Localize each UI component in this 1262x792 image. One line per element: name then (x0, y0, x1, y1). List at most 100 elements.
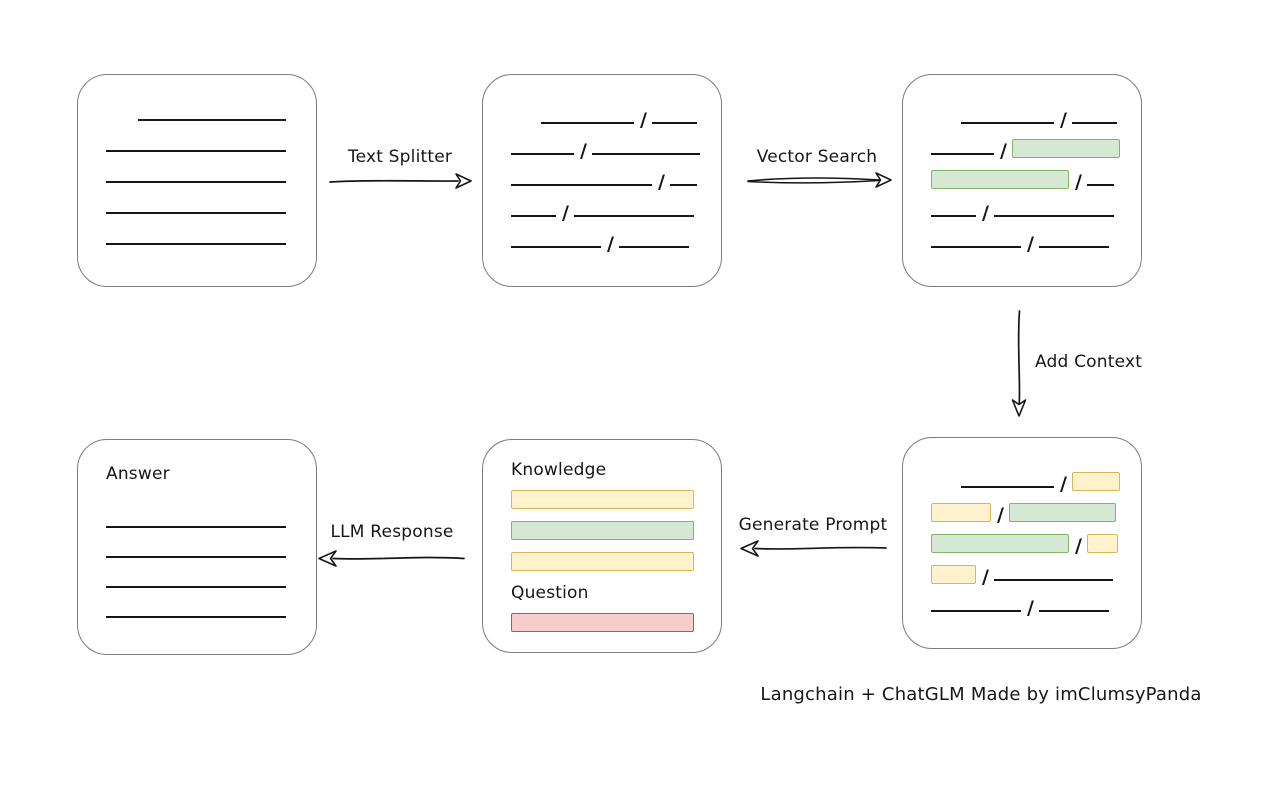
text-line (106, 243, 286, 245)
slash-separator: / (580, 140, 587, 162)
slash-separator: / (982, 566, 989, 588)
prompt-box: Knowledge Question (482, 439, 722, 653)
text-line (106, 150, 286, 152)
text-line (993, 215, 1114, 217)
text-row: / (511, 217, 693, 255)
text-line (591, 153, 700, 155)
text-row (106, 183, 288, 214)
text-row (106, 498, 288, 528)
green-highlight (1008, 503, 1116, 522)
text-line (138, 119, 286, 121)
yellow-highlight (931, 565, 976, 584)
arrowhead-right-icon (455, 173, 472, 189)
text-row (138, 90, 288, 121)
slash-separator: / (1027, 597, 1034, 619)
split-text-lines: / / / / / (483, 75, 721, 255)
slash-separator: / (997, 504, 1004, 526)
slash-separator: / (1027, 233, 1034, 255)
knowledge-bars (511, 490, 694, 571)
llm-response-label: LLM Response (330, 522, 454, 542)
yellow-highlight (931, 503, 991, 522)
text-line (106, 212, 286, 214)
source-document-box (77, 74, 317, 287)
text-line (511, 153, 574, 155)
split-text-box: / / / / / (482, 74, 722, 287)
add-context-label: Add Context (1035, 352, 1143, 372)
text-row: / (961, 93, 1117, 131)
text-line (669, 184, 697, 186)
slash-separator: / (562, 202, 569, 224)
yellow-highlight (1071, 472, 1120, 491)
text-line (931, 215, 976, 217)
yellow-bar (511, 490, 694, 509)
yellow-bar (511, 552, 694, 571)
green-bar (511, 521, 694, 540)
vector-search-arrow (747, 172, 892, 188)
text-row (106, 588, 288, 618)
text-line (511, 215, 556, 217)
text-line (1038, 610, 1109, 612)
slash-separator: / (658, 171, 665, 193)
text-line (573, 215, 694, 217)
text-line (961, 122, 1054, 124)
text-line (1086, 184, 1114, 186)
text-row: / (931, 519, 1118, 557)
slash-separator: / (640, 109, 647, 131)
green-highlight (1011, 139, 1120, 158)
arrowhead-right-icon (875, 172, 892, 188)
arrowhead-left-icon (318, 550, 337, 567)
text-row: / (931, 155, 1114, 193)
question-bar (511, 613, 694, 632)
text-row: / (931, 488, 1116, 526)
question-label: Question (511, 583, 589, 603)
text-row (106, 214, 288, 245)
text-line (931, 153, 994, 155)
slash-separator: / (1075, 171, 1082, 193)
answer-label: Answer (106, 464, 170, 484)
text-line (106, 181, 286, 183)
green-highlight (931, 170, 1069, 189)
text-row: / (541, 93, 697, 131)
slash-separator: / (1075, 535, 1082, 557)
text-line (1071, 122, 1117, 124)
slash-separator: / (982, 202, 989, 224)
text-row: / (931, 550, 1113, 588)
text-row (106, 558, 288, 588)
text-splitter-arrow (329, 173, 472, 189)
answer-lines (106, 498, 288, 618)
text-line (106, 556, 286, 558)
vector-result-lines: / / / / / (903, 75, 1141, 255)
text-line (931, 246, 1021, 248)
text-row: / (511, 124, 700, 162)
knowledge-label: Knowledge (511, 460, 607, 480)
text-line (961, 486, 1054, 488)
yellow-highlight (1086, 534, 1118, 553)
text-line (1038, 246, 1109, 248)
arrowhead-down-icon (1011, 399, 1027, 417)
slash-separator: / (1060, 473, 1067, 495)
text-row (106, 121, 288, 152)
text-line (618, 246, 689, 248)
llm-response-arrow (318, 550, 465, 567)
context-result-lines: / / / / / (903, 438, 1141, 619)
slash-separator: / (1060, 109, 1067, 131)
context-result-box: / / / / / (902, 437, 1142, 649)
document-lines (78, 75, 316, 245)
slash-separator: / (607, 233, 614, 255)
text-line (931, 610, 1021, 612)
text-line (106, 616, 286, 618)
text-line (993, 579, 1113, 581)
generate-prompt-label: Generate Prompt (738, 515, 888, 535)
text-line (511, 184, 652, 186)
slash-separator: / (1000, 140, 1007, 162)
text-row: / (931, 186, 1114, 224)
add-context-arrow (1011, 310, 1027, 417)
text-line (106, 526, 286, 528)
text-row: / (931, 124, 1120, 162)
vector-search-label: Vector Search (756, 147, 878, 167)
text-line (106, 586, 286, 588)
answer-box: Answer (77, 439, 317, 655)
text-row: / (961, 457, 1120, 495)
text-row: / (511, 186, 694, 224)
text-splitter-label: Text Splitter (347, 147, 453, 167)
